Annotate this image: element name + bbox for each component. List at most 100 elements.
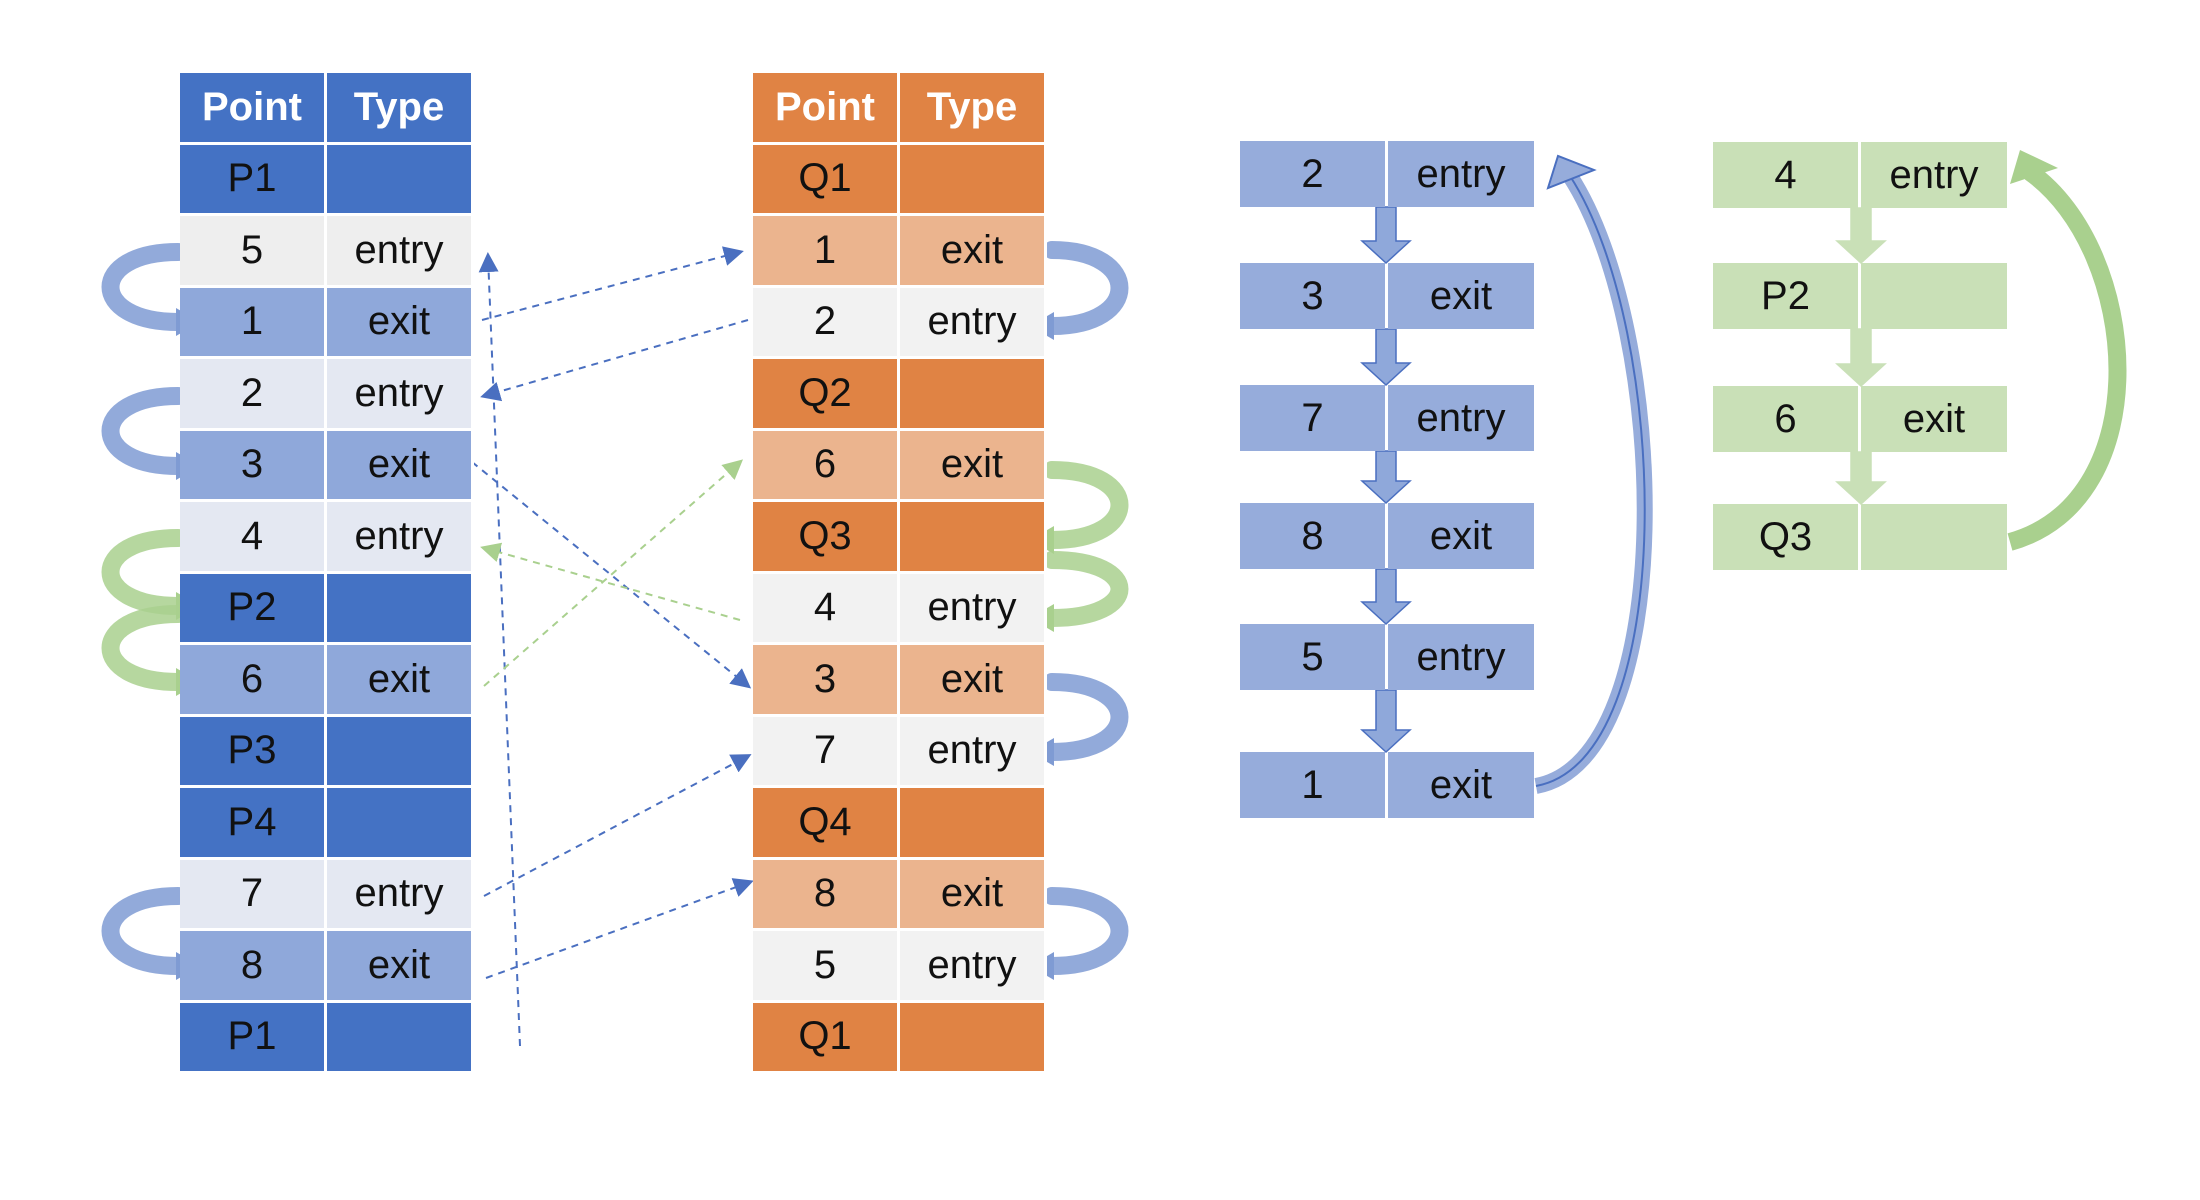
curved-arrow-blue: [101, 243, 187, 331]
dashed-connector: [483, 459, 744, 687]
table-p-cell-point: 3: [180, 430, 327, 502]
table-q-cell-point: 2: [753, 287, 900, 359]
table-q-cell-point: 1: [753, 216, 900, 288]
green-chain-box-point: P2: [1713, 263, 1858, 329]
curved-arrow-blue: [1043, 887, 1129, 975]
dashed-connector: [471, 461, 752, 689]
curved-arrow-blue: [101, 887, 187, 975]
table-p-cell-point: P2: [180, 573, 327, 645]
table-p-cell-point: 2: [180, 359, 327, 431]
blue-chain-box-type: entry: [1388, 385, 1534, 451]
table-q-cell-type: entry: [900, 716, 1047, 788]
curved-arrow-green: [101, 605, 187, 691]
return-arrow-green-head: [2010, 150, 2058, 184]
table-q-cell-point: 3: [753, 645, 900, 717]
return-arrow-blue-head: [1546, 154, 1597, 190]
table-p-cell-type: exit: [327, 931, 474, 1003]
table-q-cell-type: [900, 359, 1047, 431]
down-arrow-green: [1835, 328, 1887, 388]
table-q-cell-point: 7: [753, 716, 900, 788]
table-p-cell-type: entry: [327, 216, 474, 288]
table-q-cell-point: Q1: [753, 144, 900, 216]
dashed-connector: [478, 252, 521, 1047]
table-q-cell-type: [900, 144, 1047, 216]
table-p-cell-point: 4: [180, 502, 327, 574]
table-q-cell-type: [900, 1002, 1047, 1074]
table-p-cell-type: [327, 144, 474, 216]
table-q-cell-type: exit: [900, 430, 1047, 502]
curved-arrow-blue: [1043, 673, 1129, 761]
table-p-cell-point: 1: [180, 287, 327, 359]
table-p-cell-point: 5: [180, 216, 327, 288]
green-chain-box-type: entry: [1861, 142, 2007, 208]
dashed-connector: [483, 754, 752, 897]
green-chain-box-point: Q3: [1713, 504, 1858, 570]
blue-chain-box-type: entry: [1388, 624, 1534, 690]
green-chain-box-type: [1861, 263, 2007, 329]
green-chain-box-type: [1861, 504, 2007, 570]
dashed-connector: [480, 542, 741, 621]
table-q-cell-point: 8: [753, 859, 900, 931]
down-arrow-blue: [1360, 450, 1412, 505]
return-arrow-green: [2007, 164, 2127, 551]
blue-chain-box-type: exit: [1388, 752, 1534, 818]
table-q-cell-point: 4: [753, 573, 900, 645]
table-q-cell-type: [900, 502, 1047, 574]
blue-chain-box-point: 7: [1240, 385, 1385, 451]
table-q-cell-type: entry: [900, 287, 1047, 359]
table-q-cell-point: Q2: [753, 359, 900, 431]
blue-chain-box-point: 2: [1240, 141, 1385, 207]
table-p-cell-point: P1: [180, 144, 327, 216]
table-q-cell-point: Q4: [753, 788, 900, 860]
table-p-cell-point: P4: [180, 788, 327, 860]
green-chain-box-point: 4: [1713, 142, 1858, 208]
blue-chain-box-type: exit: [1388, 263, 1534, 329]
table-p-cell-type: [327, 573, 474, 645]
table-p-cell-point: 7: [180, 859, 327, 931]
table-q-cell-point: 6: [753, 430, 900, 502]
blue-chain-box-point: 1: [1240, 752, 1385, 818]
table-p-cell-point: P1: [180, 1002, 327, 1074]
table-p-cell-type: [327, 1002, 474, 1074]
curved-arrow-blue: [1043, 241, 1129, 335]
table-p-cell-type: [327, 788, 474, 860]
table-p-header-type: Type: [327, 73, 474, 145]
curved-arrow-green: [101, 529, 187, 615]
table-p-cell-point: P3: [180, 716, 327, 788]
table-p-header-point: Point: [180, 73, 327, 145]
table-p-cell-point: 6: [180, 645, 327, 717]
table-q-cell-type: exit: [900, 216, 1047, 288]
dashed-connector: [480, 319, 749, 402]
blue-chain-box-type: entry: [1388, 141, 1534, 207]
return-arrow-blue-outline: [1535, 175, 1646, 787]
table-p-cell-type: exit: [327, 430, 474, 502]
down-arrow-green: [1835, 207, 1887, 265]
curved-arrow-blue: [101, 387, 187, 475]
table-q-header-point: Point: [753, 73, 900, 145]
blue-chain-box-point: 8: [1240, 503, 1385, 569]
table-q-cell-type: entry: [900, 573, 1047, 645]
down-arrow-blue: [1360, 568, 1412, 626]
table-p-cell-point: 8: [180, 931, 327, 1003]
table-q-cell-point: Q3: [753, 502, 900, 574]
table-p-cell-type: entry: [327, 502, 474, 574]
down-arrow-blue: [1360, 206, 1412, 265]
table-p-cell-type: exit: [327, 645, 474, 717]
return-arrow-blue: [1534, 171, 1653, 794]
dashed-connector: [485, 878, 754, 979]
curved-arrow-green: [1043, 551, 1129, 627]
table-q-cell-type: entry: [900, 931, 1047, 1003]
table-q-cell-point: Q1: [753, 1002, 900, 1074]
down-arrow-green: [1835, 451, 1887, 506]
green-chain-box-type: exit: [1861, 386, 2007, 452]
table-p-cell-type: entry: [327, 859, 474, 931]
blue-chain-box-type: exit: [1388, 503, 1534, 569]
table-q-cell-type: exit: [900, 859, 1047, 931]
table-q-header-type: Type: [900, 73, 1047, 145]
blue-chain-box-point: 3: [1240, 263, 1385, 329]
table-p-cell-type: entry: [327, 359, 474, 431]
blue-chain-box-point: 5: [1240, 624, 1385, 690]
curved-arrow-green: [1043, 461, 1129, 549]
table-p-cell-type: [327, 716, 474, 788]
